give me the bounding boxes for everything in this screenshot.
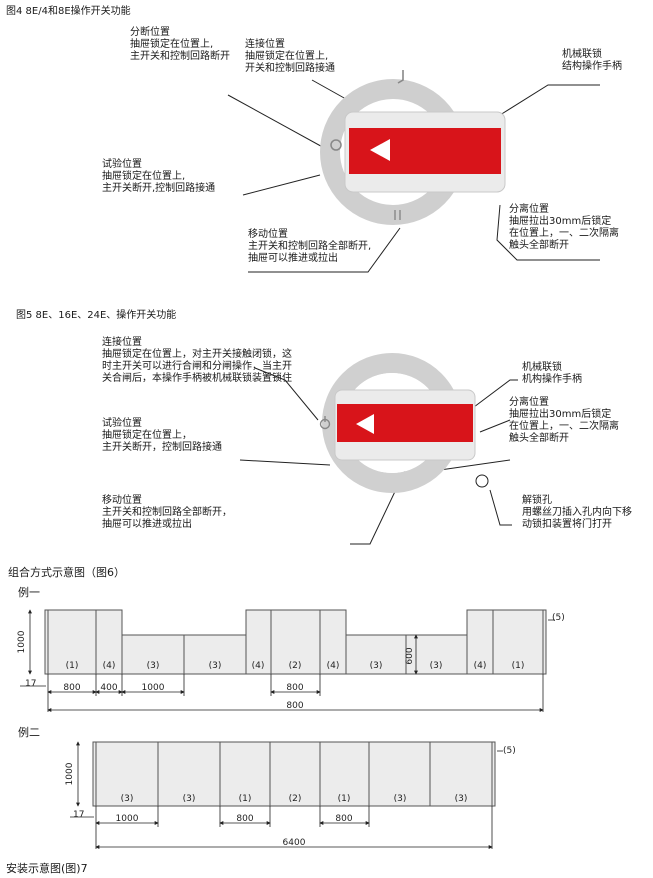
ex1-total-label: 800 [286, 701, 303, 711]
ex2-total-label: 6400 [283, 838, 306, 848]
ex1-title: 例一 [18, 586, 40, 599]
ex2-side-dim-label: 17 [73, 810, 84, 820]
fig5-caption: 图5 8E、16E、24E、操作开关功能 [16, 310, 177, 321]
fig5-label-separate: 分离位置抽屉拉出30mm后锁定在位置上，一、二次隔离触头全部断开 [509, 397, 619, 444]
ex2-layout-diagram: (3) (3) (1) (2) (1) (3) (3) 1000 17 1000… [65, 741, 516, 849]
fig5-label-connect: 连接位置抽屉锁定在位置上，对主开关接触闭锁，这时主开关可以进行合闸和分闸操作，当… [102, 337, 292, 384]
ex2-height-label: 1000 [65, 762, 75, 785]
ex1-cell [270, 609, 321, 675]
fig5-label-test: 试验位置抽屉锁定在位置上，主开关断开，控制回路接通 [102, 418, 222, 453]
ex1-cell [345, 634, 407, 675]
ex1-cell-label: (3) [209, 661, 222, 671]
ex1-cell [319, 609, 347, 675]
ex1-cell-label: (1) [66, 661, 79, 671]
ex2-cell [429, 741, 493, 807]
ex2-side-plate [491, 741, 496, 807]
fig4-label-move: 移动位置主开关和控制回路全部断开,抽屉可以推进或拉出 [248, 229, 372, 264]
fig4-move-position-icon [394, 210, 401, 220]
ex1-cell-label: (4) [103, 661, 116, 671]
ex1-dim-label: 400 [100, 683, 117, 693]
fig7-caption: 安装示意图(图)7 [6, 862, 88, 875]
fig5-unlock-hole-icon [475, 474, 489, 488]
ex1-side-plate [542, 609, 547, 675]
fig5-arrow-icon [356, 414, 374, 434]
ex1-cell-label: (4) [252, 661, 265, 671]
ex2-cell-label: (3) [121, 794, 134, 804]
ex1-cell [47, 609, 97, 675]
ex2-dim-label: 1000 [116, 814, 139, 824]
ex2-cell [219, 741, 271, 807]
ex1-dim-label: 1000 [142, 683, 165, 693]
ex1-cell [492, 609, 544, 675]
fig4-handle-red-band [349, 128, 501, 174]
fig4-label-connect: 连接位置抽屉锁定在位置上,开关和控制回路接通 [245, 39, 335, 74]
ex1-cell-label: (3) [147, 661, 160, 671]
ex1-dim-label: 800 [286, 683, 303, 693]
fig5-label-unlock-hole: 解锁孔用螺丝刀插入孔内向下移动锁扣装置将门打开 [522, 495, 632, 530]
ex1-short-height-label: 600 [405, 647, 415, 664]
ex1-tag-label: (5) [552, 613, 565, 623]
ex2-tag-label: (5) [503, 746, 516, 756]
ex1-cell [245, 609, 272, 675]
fig4-arrow-icon [370, 139, 390, 161]
fig5-label-move: 移动位置主开关和控制回路全部断开，抽屉可以推进或拉出 [102, 495, 232, 530]
fig5-handle-red-band [337, 404, 473, 442]
ex1-height-label: 1000 [17, 630, 27, 653]
ex2-cell-label: (3) [183, 794, 196, 804]
ex1-cell-label: (3) [370, 661, 383, 671]
fig6-caption: 组合方式示意图（图6） [8, 566, 125, 579]
ex1-dim-label: 800 [63, 683, 80, 693]
ex1-cell [183, 634, 247, 675]
ex2-cell-label: (1) [239, 794, 252, 804]
ex2-cell-label: (3) [455, 794, 468, 804]
ex1-cell-label: (4) [327, 661, 340, 671]
fig4-test-position-icon [330, 139, 342, 151]
ex2-dim-label: 800 [335, 814, 352, 824]
ex1-layout-diagram: (1) (4) (3) (3) (4) (2) (4) (3) (3) (4) … [17, 609, 565, 712]
ex1-cell-label: (2) [289, 661, 302, 671]
ex2-cell [95, 741, 159, 807]
ex1-cell-label: (1) [512, 661, 525, 671]
fig5-label-interlock: 机械联锁机构操作手柄 [522, 362, 582, 385]
ex2-title: 例二 [18, 726, 40, 739]
ex2-cell-label: (2) [289, 794, 302, 804]
ex1-cell-label: (4) [474, 661, 487, 671]
fig4-label-test: 试验位置抽屉锁定在位置上,主开关断开,控制回路接通 [102, 159, 216, 194]
ex1-cell [95, 609, 123, 675]
ex2-cell-label: (3) [394, 794, 407, 804]
ex2-cell [269, 741, 321, 807]
fig4-connect-position-icon [397, 70, 404, 84]
ex1-cell-label: (3) [430, 661, 443, 671]
ex1-side-dim-label: 17 [25, 679, 36, 689]
fig4-label-disconnect: 分断位置抽屉锁定在位置上,主开关和控制回路断开 [130, 27, 230, 62]
ex2-dim-label: 800 [236, 814, 253, 824]
fig4-switch-diagram [227, 70, 600, 273]
fig4-label-interlock: 机械联锁结构操作手柄 [562, 49, 622, 72]
ex1-cell [121, 634, 185, 675]
ex2-cell [368, 741, 431, 807]
fig4-label-separate: 分离位置抽屉拉出30mm后锁定在位置上，一、二次隔离触头全部断开 [509, 204, 619, 251]
ex2-cell-label: (1) [338, 794, 351, 804]
fig5-switch-diagram [239, 353, 518, 545]
fig4-caption: 图4 8E/4和8E操作开关功能 [6, 6, 131, 17]
